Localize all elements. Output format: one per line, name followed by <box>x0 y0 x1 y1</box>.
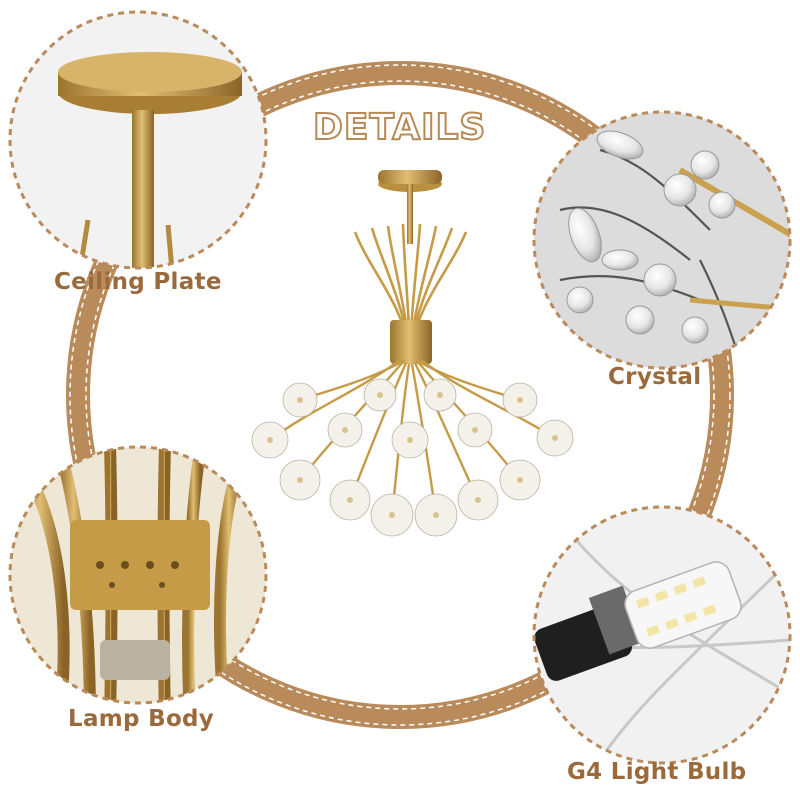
details-heading: DETAILS <box>312 107 487 148</box>
crystal-label: Crystal <box>608 364 702 390</box>
detail-circle-g4-bulb <box>532 505 792 765</box>
detail-circle-lamp-body <box>8 445 268 705</box>
detail-circle-crystal <box>532 110 792 370</box>
lamp-body-label: Lamp Body <box>68 706 215 732</box>
chandelier-main <box>251 170 574 537</box>
detail-circle-ceiling-plate <box>8 10 268 270</box>
g4-light-bulb-label: G4 Light Bulb <box>567 759 747 785</box>
ceiling-plate-label: Ceiling Plate <box>54 269 222 295</box>
central-ring-frame <box>66 61 734 729</box>
